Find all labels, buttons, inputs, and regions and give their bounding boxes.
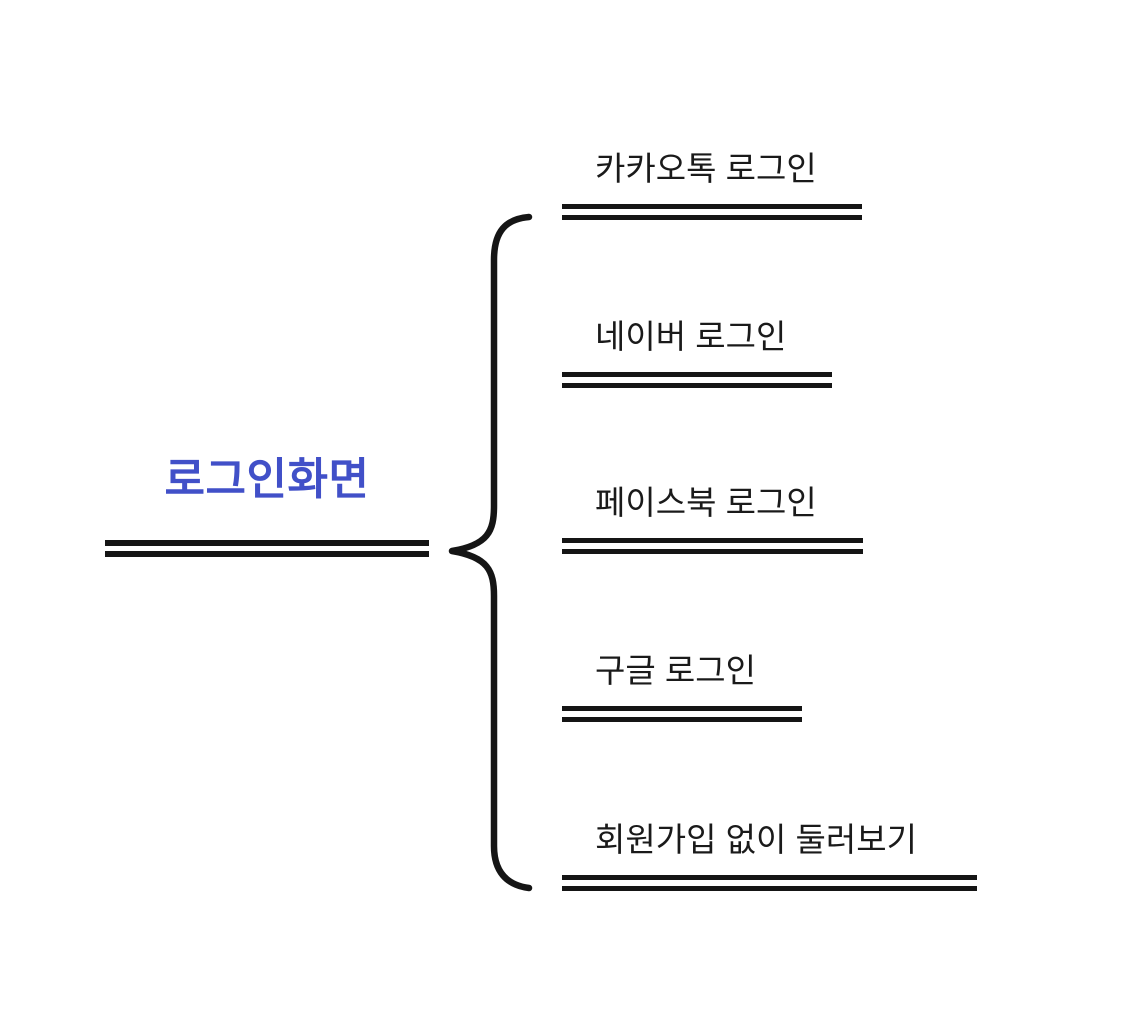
root-node: 로그인화면 [105, 452, 429, 557]
child-node-label: 페이스북 로그인 [595, 484, 817, 521]
curly-brace-path [448, 213, 533, 892]
child-node-browse-without-signup: 회원가입 없이 둘러보기 [562, 819, 977, 891]
root-node-label: 로그인화면 [164, 455, 370, 504]
child-node-underline [562, 372, 832, 388]
child-node-naver-login: 네이버 로그인 [562, 316, 832, 388]
child-node-underline [562, 706, 802, 722]
child-node-label: 구글 로그인 [595, 652, 756, 689]
child-node-underline [562, 538, 863, 554]
child-node-google-login: 구글 로그인 [562, 650, 802, 722]
child-node-kakaotalk-login: 카카오톡 로그인 [562, 148, 862, 220]
child-node-label: 네이버 로그인 [595, 318, 787, 355]
child-node-underline [562, 204, 862, 220]
child-node-label: 카카오톡 로그인 [595, 150, 817, 187]
child-node-label: 회원가입 없이 둘러보기 [595, 821, 917, 858]
child-node-underline [562, 875, 977, 891]
child-node-facebook-login: 페이스북 로그인 [562, 482, 863, 554]
root-node-underline [105, 540, 429, 557]
